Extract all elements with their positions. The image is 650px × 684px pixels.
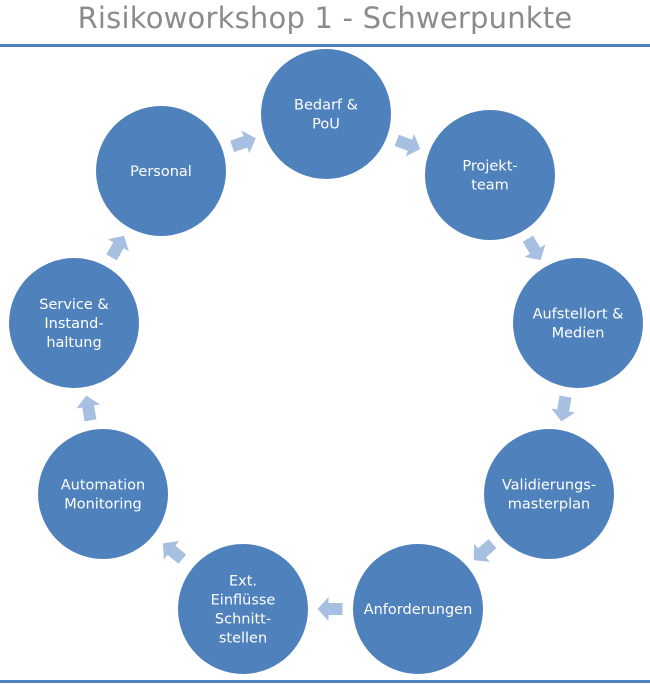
flow-arrow bbox=[317, 597, 343, 621]
flow-arrow bbox=[230, 130, 256, 154]
node-projektteam: Projekt-team bbox=[425, 110, 555, 240]
node-label-line: Medien bbox=[552, 326, 605, 342]
node-label-line: Validierungs- bbox=[502, 478, 596, 494]
node-label-line: Projekt- bbox=[462, 159, 517, 175]
flow-arrow bbox=[106, 235, 129, 261]
page-title: Risikoworkshop 1 - Schwerpunkte bbox=[77, 1, 573, 35]
node-label-line: Personal bbox=[130, 164, 192, 180]
flow-arrow-shape bbox=[394, 133, 421, 157]
node-circle bbox=[9, 258, 139, 388]
flow-arrow bbox=[76, 395, 100, 422]
node-personal: Personal bbox=[96, 106, 226, 236]
node-label-line: Service & bbox=[39, 297, 109, 313]
node-circle bbox=[425, 110, 555, 240]
node-label-line: PoU bbox=[312, 117, 340, 133]
node-circle bbox=[178, 544, 308, 674]
node-label-line: Automation bbox=[61, 478, 145, 494]
node-validierung: Validierungs-masterplan bbox=[484, 429, 614, 559]
node-label-line: Bedarf & bbox=[294, 98, 358, 114]
node-label: Projekt-team bbox=[462, 159, 517, 194]
flow-arrow-shape bbox=[473, 539, 497, 562]
node-label: Aufstellort & Medien bbox=[533, 307, 624, 342]
flow-arrow-shape bbox=[522, 235, 546, 261]
node-label-line: masterplan bbox=[508, 497, 590, 513]
flow-arrow-shape bbox=[230, 130, 256, 154]
node-label-line: Instand- bbox=[44, 316, 103, 332]
node-label: Anforderungen bbox=[364, 602, 473, 618]
node-circle bbox=[96, 106, 226, 236]
node-circle bbox=[484, 429, 614, 559]
node-label: Bedarf & PoU bbox=[294, 98, 358, 133]
node-aufstellort: Aufstellort & Medien bbox=[513, 258, 643, 388]
node-label: Validierungs-masterplan bbox=[502, 478, 596, 513]
node-label: Personal bbox=[130, 164, 192, 180]
node-circle bbox=[38, 429, 168, 559]
node-bedarf: Bedarf & PoU bbox=[261, 49, 391, 179]
node-label-line: haltung bbox=[46, 335, 101, 351]
flow-arrow-shape bbox=[76, 395, 100, 422]
node-label-line: Schnitt- bbox=[215, 612, 271, 628]
node-label-line: Ext. bbox=[229, 574, 257, 590]
flow-arrow-shape bbox=[162, 540, 187, 564]
node-label-line: team bbox=[471, 178, 509, 194]
node-label-line: stellen bbox=[219, 631, 267, 647]
flow-arrow-shape bbox=[317, 597, 343, 621]
flow-arrow bbox=[394, 133, 421, 157]
node-service: Service & Instand-haltung bbox=[9, 258, 139, 388]
arrows-layer bbox=[76, 130, 575, 621]
node-circle bbox=[261, 49, 391, 179]
flow-arrow-shape bbox=[551, 395, 575, 422]
node-label: Service & Instand-haltung bbox=[39, 297, 109, 351]
node-label-line: Einflüsse bbox=[211, 593, 276, 609]
top-divider bbox=[0, 44, 650, 47]
node-label-line: Aufstellort & bbox=[533, 307, 624, 323]
flow-arrow bbox=[473, 539, 497, 562]
node-circle bbox=[353, 544, 483, 674]
flow-arrow bbox=[522, 235, 546, 261]
node-label-line: Monitoring bbox=[64, 497, 142, 513]
node-circle bbox=[513, 258, 643, 388]
node-label-line: Anforderungen bbox=[364, 602, 473, 618]
node-anforderungen: Anforderungen bbox=[353, 544, 483, 674]
flow-arrow bbox=[551, 395, 575, 422]
flow-arrow bbox=[162, 540, 187, 564]
flow-arrow-shape bbox=[106, 235, 129, 261]
bottom-divider bbox=[0, 680, 650, 683]
